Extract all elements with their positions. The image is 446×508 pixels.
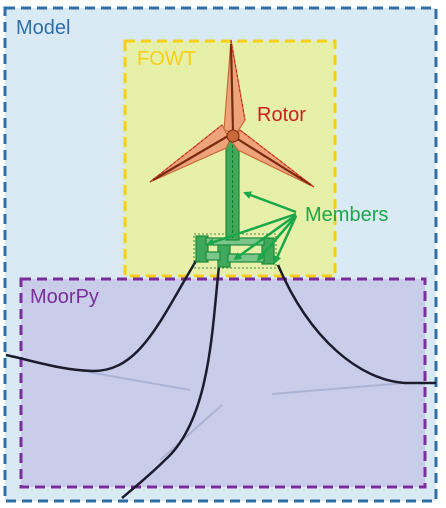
moorpy-label: MoorPy <box>30 286 99 308</box>
member-column-left <box>195 235 209 263</box>
fowt-label: FOWT <box>137 48 196 70</box>
arrow-to-center <box>233 213 297 261</box>
model-label: Model <box>16 17 71 39</box>
rotor-hub <box>226 129 240 143</box>
arrow-to-column-left <box>206 212 297 246</box>
arrow-to-column-right <box>273 215 298 264</box>
member-arrows <box>206 191 298 264</box>
mooring-line-left <box>5 260 198 373</box>
mooring-line-front <box>121 265 221 499</box>
tower <box>225 139 240 241</box>
rotor-label: Rotor <box>257 104 306 126</box>
arrow-to-tower <box>243 191 297 214</box>
moorpy-box <box>19 277 427 489</box>
mooring-line-right <box>276 264 436 385</box>
seabed-anchor-lines <box>87 371 406 461</box>
mooring-lines <box>5 260 436 499</box>
arrow-to-lower-right <box>256 215 297 262</box>
rotor <box>149 39 315 188</box>
member-pontoon-left <box>205 251 221 261</box>
members-label: Members <box>305 204 389 226</box>
